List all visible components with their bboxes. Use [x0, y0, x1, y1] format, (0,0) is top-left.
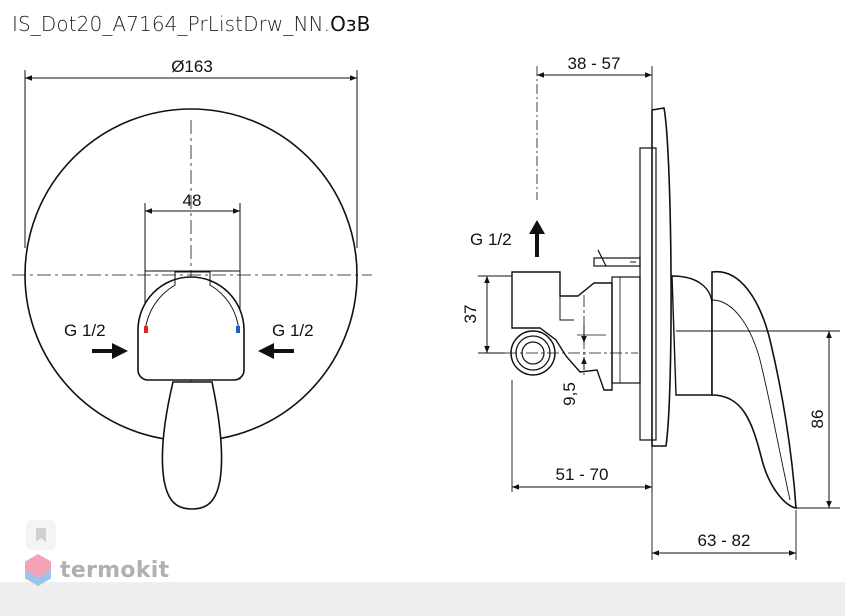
side-dimensions: 38 - 57 G 1/2 37 9,5 51 - 70 86 63 - 82	[461, 54, 840, 560]
front-dimensions: Ø163 48 G 1/2 G 1/2	[24, 57, 358, 340]
height-86-label: 86	[808, 410, 827, 429]
top-depth-label: 38 - 57	[568, 54, 621, 73]
depth-label: 51 - 70	[556, 465, 609, 484]
wall-plate	[639, 147, 657, 441]
height-37-label: 37	[461, 305, 480, 324]
offset-label: 9,5	[560, 382, 579, 406]
filename-suffix: ОзВ	[330, 12, 371, 36]
cartridge	[611, 276, 641, 384]
side-lever	[711, 270, 797, 509]
inlet-pipe-outer	[510, 330, 556, 376]
top-screw	[593, 249, 641, 267]
valve-body-side	[511, 271, 613, 391]
bookmark-button[interactable]	[26, 520, 56, 550]
side-view	[505, 107, 797, 509]
width-label: 48	[183, 191, 202, 210]
inlet-right-label: G 1/2	[272, 321, 314, 340]
hot-indicator	[144, 326, 148, 333]
outlet-label: G 1/2	[470, 230, 512, 249]
inlet-left-label: G 1/2	[64, 321, 106, 340]
brand-watermark: termokit	[24, 553, 169, 587]
lever-handle	[161, 381, 223, 510]
inlet-right-arrow	[258, 343, 294, 359]
inlet-pipe-inner	[521, 341, 545, 365]
brand-name: termokit	[60, 557, 170, 583]
filename-main: IS_Dot20_A7164_PrListDrw_NN.	[12, 12, 331, 36]
outlet-arrow	[529, 220, 545, 257]
footer-band	[0, 582, 845, 616]
filename-title: IS_Dot20_A7164_PrListDrw_NN.ОзВ	[12, 12, 370, 36]
front-view	[12, 108, 372, 510]
rosette-inner-notch	[144, 271, 240, 331]
inlet-pipe-mid	[515, 335, 551, 371]
projection-label: 63 - 82	[698, 531, 751, 550]
cover-plate-profile	[651, 107, 672, 447]
inlet-left-arrow	[92, 343, 128, 359]
diameter-label: Ø163	[171, 57, 213, 76]
bookmark-icon	[36, 528, 46, 542]
side-rosette	[671, 275, 713, 396]
cold-indicator	[236, 326, 240, 333]
hexagon-logo-icon	[25, 554, 51, 586]
handle-rosette	[137, 276, 245, 381]
